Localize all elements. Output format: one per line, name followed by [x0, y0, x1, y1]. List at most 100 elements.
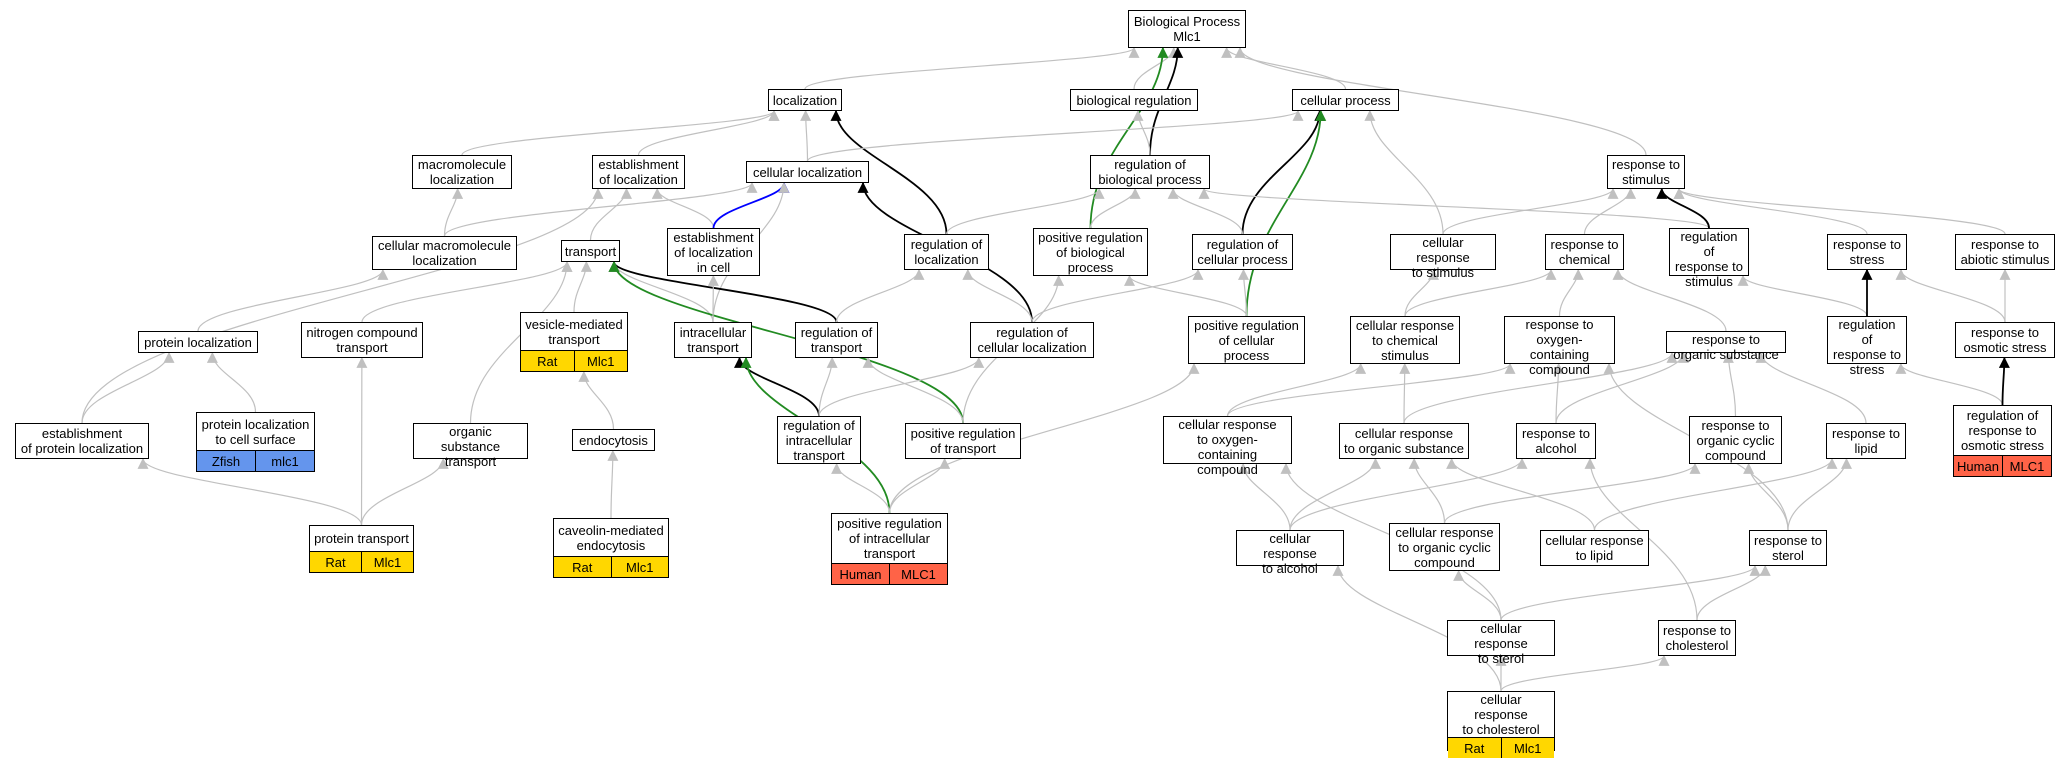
go-term-regrespstim[interactable]: regulation of response to stimulus	[1669, 228, 1749, 289]
go-term-intratrans[interactable]: intracellular transport	[674, 322, 752, 358]
go-term-posregintra[interactable]: positive regulation of intracellular tra…	[831, 513, 948, 585]
go-term-label: establishment of localization in cell	[673, 229, 754, 275]
go-term-regcellloc[interactable]: regulation of cellular localization	[970, 322, 1094, 358]
go-term-cellresporg[interactable]: cellular response to organic substance	[1339, 423, 1469, 459]
edge-cellrespstim-to-cellproc	[1364, 109, 1444, 235]
edge-estprotloc-to-estloc	[81, 187, 604, 424]
go-term-cellmacroloc[interactable]: cellular macromolecule localization	[372, 236, 517, 270]
go-term-respchol[interactable]: response to cholesterol	[1658, 620, 1736, 656]
go-term-label: response to abiotic stimulus	[1960, 237, 2050, 267]
go-term-label: organic substance transport	[440, 424, 501, 469]
edge-posregbp-to-regbp	[1089, 187, 1141, 229]
gene-tag: Mlc1	[361, 552, 413, 572]
edge-prottrans-to-estprotloc	[137, 457, 363, 526]
go-term-regintratrans[interactable]: regulation of intracellular transport	[777, 416, 861, 464]
go-term-posregtrans[interactable]: positive regulation of transport	[905, 423, 1021, 459]
edge-posregcellproc-to-posregbp	[1124, 274, 1248, 317]
go-term-label: regulation of biological process	[1098, 157, 1202, 187]
go-term-label: response to organic substance	[1673, 332, 1779, 362]
go-term-transport[interactable]: transport	[561, 240, 620, 262]
go-term-respstim[interactable]: response to stimulus	[1607, 155, 1685, 189]
edge-regtrans-to-regloc	[835, 268, 925, 323]
gene-tag: mlc1	[255, 451, 314, 471]
go-term-label: cellular response to lipid	[1545, 533, 1644, 563]
go-term-label: establishment of protein localization	[20, 426, 144, 456]
go-term-protloc[interactable]: protein localization	[138, 331, 258, 353]
go-term-label: regulation of response to stress	[1833, 317, 1901, 377]
go-term-respchem[interactable]: response to chemical	[1545, 234, 1624, 270]
go-term-regresposm[interactable]: regulation of response to osmotic stress…	[1953, 405, 2052, 477]
go-term-label: regulation of localization	[910, 237, 983, 267]
go-term-posregbp[interactable]: positive regulation of biological proces…	[1033, 228, 1148, 276]
go-term-estprotloc[interactable]: establishment of protein localization	[15, 423, 149, 459]
go-term-posregcellproc[interactable]: positive regulation of cellular process	[1188, 316, 1305, 364]
go-term-regloc[interactable]: regulation of localization	[904, 234, 989, 270]
go-term-cellrespalc[interactable]: cellular response to alcohol	[1236, 530, 1344, 576]
go-term-cellrespoxy[interactable]: cellular response to oxygen-containing c…	[1163, 416, 1292, 477]
go-term-label: protein transport	[314, 531, 409, 546]
go-term-label: regulation of intracellular transport	[783, 417, 855, 463]
go-term-cellloc[interactable]: cellular localization	[746, 161, 869, 183]
edge-respsterol-to-resplipid	[1787, 457, 1852, 531]
go-term-label: response to chemical	[1550, 237, 1619, 267]
gene-tag: MLC1	[889, 564, 947, 584]
go-term-estlocincell[interactable]: establishment of localization in cell	[667, 228, 760, 276]
go-term-macroloc[interactable]: macromolecule localization	[412, 155, 512, 189]
go-term-respsterol[interactable]: response to sterol	[1749, 530, 1827, 566]
edge-respchol-to-respsterol	[1696, 564, 1771, 621]
go-term-respalc[interactable]: response to alcohol	[1516, 423, 1596, 459]
go-term-orgtrans[interactable]: organic substance transport	[413, 423, 528, 469]
go-term-regtrans[interactable]: regulation of transport	[795, 322, 878, 358]
edge-cellresplipid-to-resplipid	[1593, 457, 1838, 531]
go-term-cellrespchem[interactable]: cellular response to chemical stimulus	[1350, 316, 1460, 364]
go-term-label: response to stimulus	[1612, 157, 1680, 187]
go-term-respabiotic[interactable]: response to abiotic stimulus	[1955, 234, 2055, 270]
go-term-label: establishment of localization	[598, 157, 679, 187]
go-term-bp[interactable]: Biological Process Mlc1	[1128, 10, 1246, 48]
edge-cellrespchol-to-cellrespalc	[1332, 564, 1502, 692]
gene-tag: MLC1	[2002, 456, 2051, 476]
edge-respalc-to-resporg	[1555, 351, 1689, 424]
go-term-label: positive regulation of cellular process	[1194, 317, 1299, 363]
edge-posregintra-to-regintratrans	[831, 462, 891, 514]
go-term-regcellproc[interactable]: regulation of cellular process	[1192, 234, 1293, 270]
go-term-cellproc[interactable]: cellular process	[1292, 89, 1399, 111]
go-term-label: cellular response to stimulus	[1411, 235, 1475, 280]
go-term-endocyt[interactable]: endocytosis	[572, 429, 655, 451]
go-term-regrespstress[interactable]: regulation of response to stress	[1827, 316, 1907, 377]
go-term-regbp[interactable]: regulation of biological process	[1090, 155, 1210, 189]
go-term-cellresplipid[interactable]: cellular response to lipid	[1540, 530, 1649, 566]
edge-regloc-to-regbp	[945, 187, 1105, 235]
edge-protloccs-to-protloc	[206, 351, 257, 413]
edge-posregtrans-to-transport	[608, 260, 964, 424]
go-term-respstress[interactable]: response to stress	[1827, 234, 1907, 270]
go-term-resposm[interactable]: response to osmotic stress	[1955, 322, 2055, 358]
edge-regcellloc-to-regcellproc	[1031, 268, 1204, 323]
go-term-cellrespstim[interactable]: cellular response to stimulus	[1390, 234, 1496, 280]
go-term-cellrespsterol[interactable]: cellular response to sterol	[1447, 620, 1555, 666]
go-term-respoxy[interactable]: response to oxygen-containing compound	[1504, 316, 1615, 377]
go-term-bioreg[interactable]: biological regulation	[1070, 89, 1198, 111]
edge-resplipid-to-resporg	[1755, 351, 1867, 424]
go-term-label: intracellular transport	[679, 325, 747, 355]
edge-cellrespoxy-to-respoxy	[1226, 362, 1516, 417]
go-term-resporg[interactable]: response to organic substance	[1666, 331, 1786, 362]
go-term-loc[interactable]: localization	[768, 89, 842, 111]
go-term-resplipid[interactable]: response to lipid	[1826, 423, 1906, 459]
go-term-label: cellular process	[1300, 92, 1391, 108]
go-term-cellresporgcyc[interactable]: cellular response to organic cyclic comp…	[1389, 523, 1500, 571]
edge-regbp-to-bioreg	[1132, 109, 1151, 156]
go-term-resporgcyc[interactable]: response to organic cyclic compound	[1689, 416, 1782, 464]
edge-respoxy-to-respchem	[1558, 268, 1584, 317]
go-term-nitrotrans[interactable]: nitrogen compound transport	[301, 322, 423, 358]
go-term-estloc[interactable]: establishment of localization	[592, 155, 685, 189]
